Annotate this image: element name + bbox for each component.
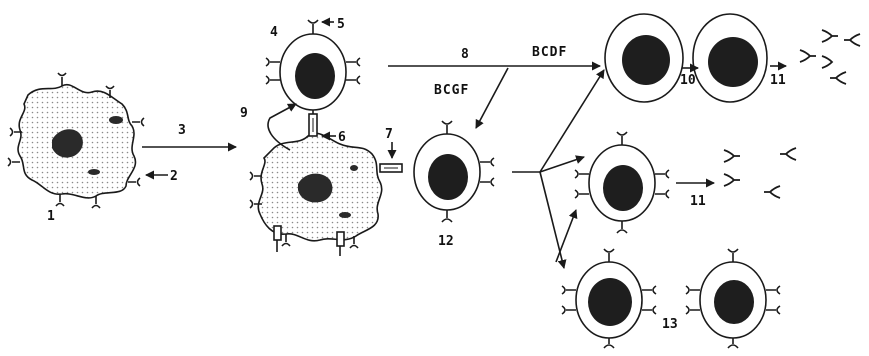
label-11-middle: 11 xyxy=(690,194,706,209)
antibodies-middle xyxy=(724,148,796,198)
label-9: 9 xyxy=(240,106,248,121)
memory-cell-a xyxy=(562,249,656,348)
label-5: 5 xyxy=(337,17,345,32)
plasma-cell-a xyxy=(605,14,683,102)
b-cell-4 xyxy=(266,20,360,118)
label-12: 12 xyxy=(438,234,454,249)
label-2: 2 xyxy=(170,169,178,184)
label-3: 3 xyxy=(178,123,186,138)
antibodies-top xyxy=(800,30,860,84)
b-cell-middle xyxy=(575,132,669,233)
label-1: 1 xyxy=(47,209,55,224)
memory-cell-b xyxy=(686,249,780,348)
label-8: 8 xyxy=(461,47,469,62)
factor-bcgf: BCGF xyxy=(434,83,469,98)
label-10: 10 xyxy=(680,73,696,88)
label-11-top: 11 xyxy=(770,73,786,88)
macrophage-cell-1 xyxy=(8,73,144,208)
label-7: 7 xyxy=(385,127,393,142)
factor-bcdf: BCDF xyxy=(532,45,567,60)
label-4: 4 xyxy=(270,25,278,40)
b-cell-12 xyxy=(414,121,494,222)
plasma-cell-b xyxy=(693,14,767,102)
label-6: 6 xyxy=(338,130,346,145)
label-13: 13 xyxy=(662,317,678,332)
